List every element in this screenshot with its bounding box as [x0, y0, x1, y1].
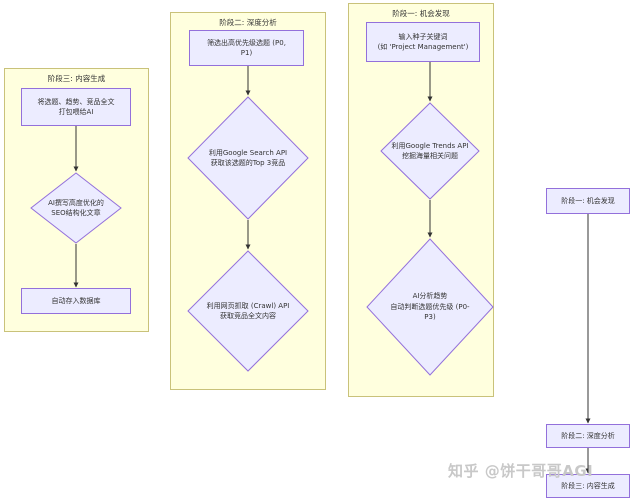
s3-pack-node: 将选题、趋势、竞品全文 打包喂给AI — [21, 88, 131, 126]
diamond-shape — [187, 250, 309, 372]
overview-stage3-node: 阶段三: 内容生成 — [546, 474, 630, 498]
stage1-title: 阶段一: 机会发现 — [392, 9, 450, 18]
s1-trends-label: 利用Google Trends API 挖掘海量相关问题 — [391, 141, 469, 161]
s2-crawl-decision: 利用网页抓取 (Crawl) API 获取竞品全文内容 — [187, 250, 309, 372]
s2-filter-node: 筛选出高优先级选题 (P0, P1) — [189, 30, 304, 66]
diamond-shape — [30, 172, 122, 244]
s1-judge-decision: AI分析趋势 自动判断选题优先级 (P0- P3) — [366, 238, 494, 376]
diamond-shape — [366, 238, 494, 376]
s1-trends-decision: 利用Google Trends API 挖掘海量相关问题 — [380, 102, 480, 200]
stage2-title: 阶段二: 深度分析 — [219, 18, 277, 27]
s2-search-decision: 利用Google Search API 获取该选题的Top 3竞品 — [187, 96, 309, 220]
overview-stage1-node: 阶段一: 机会发现 — [546, 188, 630, 214]
s3-write-label: AI撰写高度优化的 SEO结构化文章 — [48, 198, 104, 218]
s2-crawl-label: 利用网页抓取 (Crawl) API 获取竞品全文内容 — [206, 301, 290, 321]
s1-input-node: 输入种子关键词 (如 'Project Management') — [366, 22, 480, 62]
diamond-shape — [187, 96, 309, 220]
diamond-shape — [380, 102, 480, 200]
stage3-title: 阶段三: 内容生成 — [47, 74, 106, 83]
overview-stage2-node: 阶段二: 深度分析 — [546, 424, 630, 448]
watermark: 知乎 @饼干哥哥AGI — [448, 462, 594, 480]
s3-write-decision: AI撰写高度优化的 SEO结构化文章 — [30, 172, 122, 244]
s3-store-node: 自动存入数据库 — [21, 288, 131, 314]
s2-search-label: 利用Google Search API 获取该选题的Top 3竞品 — [208, 148, 288, 168]
s1-judge-label: AI分析趋势 自动判断选题优先级 (P0- P3) — [390, 292, 470, 322]
